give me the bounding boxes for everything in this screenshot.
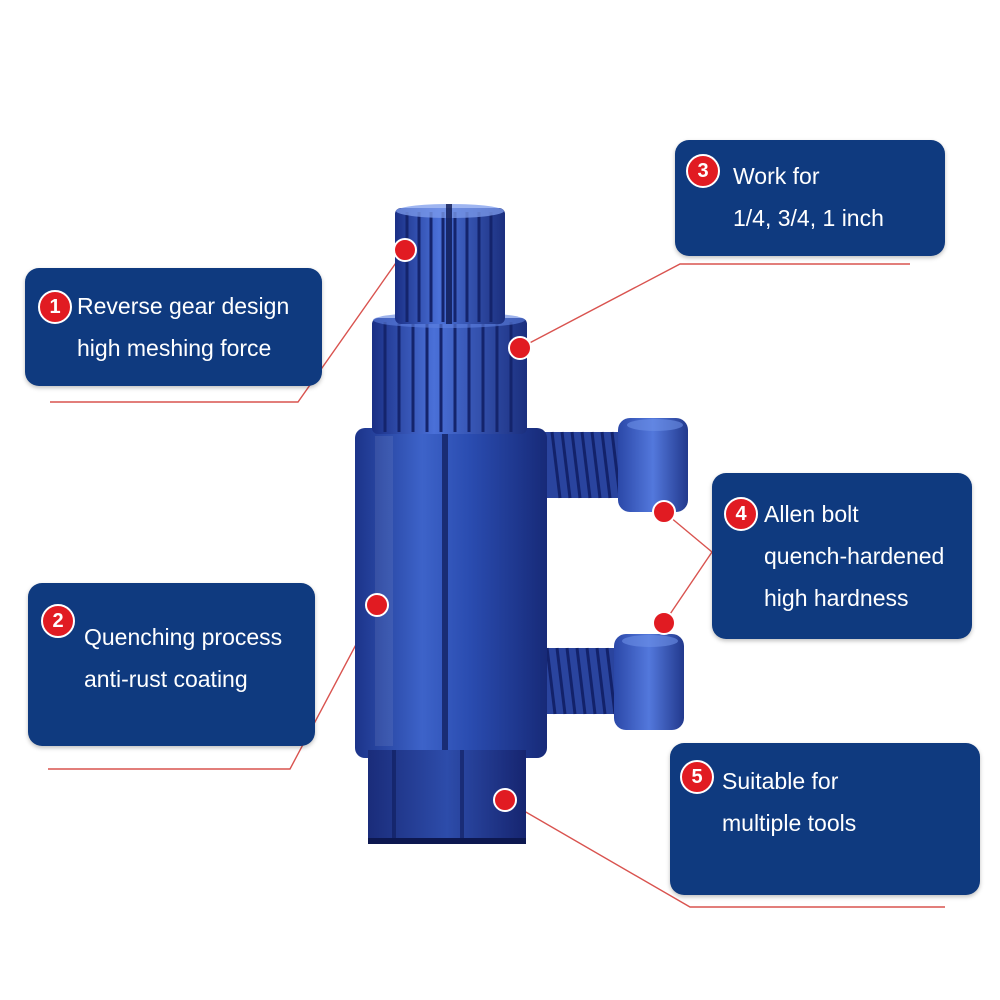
allen-bolt-lower [540, 634, 684, 730]
callout-1-line-2: high meshing force [77, 335, 272, 361]
marker-dots [365, 238, 676, 812]
leader-line-5 [504, 799, 945, 908]
marker-dot-2 [365, 593, 389, 617]
callout-2-badge: 2 [41, 604, 75, 638]
callout-4-line-3: high hardness [764, 585, 909, 611]
large-gear [372, 312, 527, 434]
callout-2-line-1: Quenching process [84, 624, 283, 650]
marker-dot-1 [393, 238, 417, 262]
marker-dot-3 [508, 336, 532, 360]
leader-line-2 [48, 604, 378, 770]
callout-1-line-1: Reverse gear design [77, 293, 290, 319]
marker-dot-4a [652, 500, 676, 524]
callout-4: 4 Allen bolt quench-hardened high hardne… [712, 473, 972, 639]
callout-1-badge: 1 [38, 290, 72, 324]
marker-dot-4b [652, 611, 676, 635]
callout-4-badge: 4 [724, 497, 758, 531]
callout-1: 1 Reverse gear design high meshing force [25, 268, 322, 386]
marker-dot-5 [493, 788, 517, 812]
callout-5-line-1: Suitable for [722, 768, 839, 794]
callout-3: 3 Work for 1/4, 3/4, 1 inch [675, 140, 945, 256]
leader-lines [48, 249, 945, 908]
callout-5-badge: 5 [680, 760, 714, 794]
callout-3-badge: 3 [686, 154, 720, 188]
leader-line-3 [519, 263, 910, 349]
leader-line-1 [50, 249, 406, 403]
callout-3-line-2: 1/4, 3/4, 1 inch [733, 205, 884, 231]
small-gear [395, 204, 505, 324]
callout-2: 2 Quenching process anti-rust coating [28, 583, 315, 746]
callout-5-line-2: multiple tools [722, 810, 857, 836]
callout-4-line-1: Allen bolt [764, 501, 859, 527]
adapter-body [355, 428, 547, 758]
callout-2-line-2: anti-rust coating [84, 666, 248, 692]
callout-5: 5 Suitable for multiple tools [670, 743, 980, 895]
callout-4-line-2: quench-hardened [764, 543, 945, 569]
leader-line-4b [663, 551, 713, 624]
callout-3-line-1: Work for [733, 163, 820, 189]
allen-bolt-upper [545, 418, 688, 512]
